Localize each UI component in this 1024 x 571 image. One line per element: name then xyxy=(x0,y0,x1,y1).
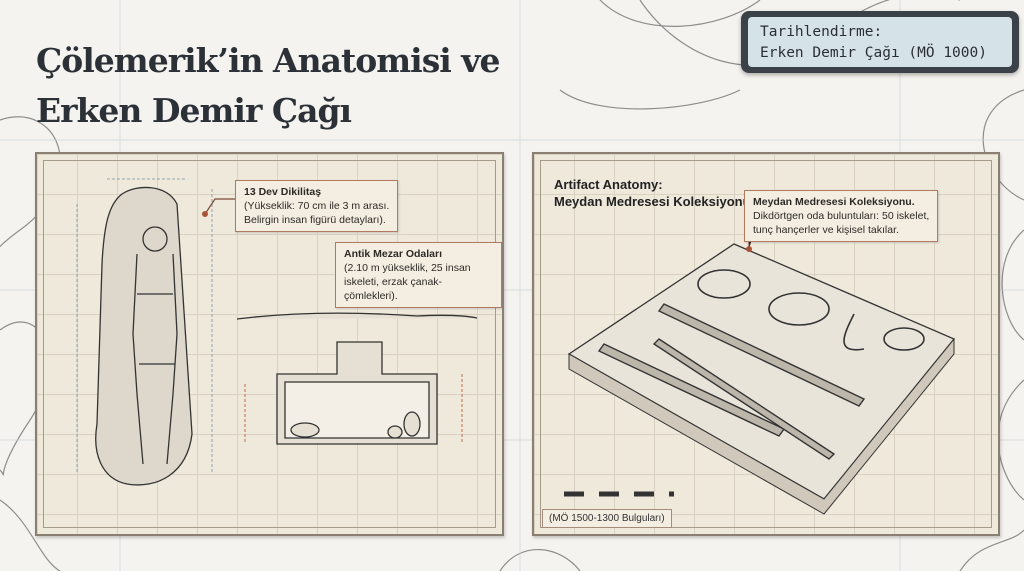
title-line-1: Çölemerik’in Anatomisi ve xyxy=(36,41,500,80)
artifact-panel: Artifact Anatomy: Meydan Medresesi Kolek… xyxy=(532,152,1000,536)
callout-title: Antik Mezar Odaları xyxy=(344,248,443,260)
callout-line: (Yükseklik: 70 cm ile 3 m arası. xyxy=(244,200,390,212)
monolith-callout: 13 Dev Dikilitaş (Yükseklik: 70 cm ile 3… xyxy=(235,180,399,232)
panel-title-line: Meydan Medresesi Koleksiyonu xyxy=(554,194,751,209)
callout-line: tunç hançerler ve kişisel takılar. xyxy=(753,224,899,236)
dating-value: Erken Demir Çağı (MÖ 1000) xyxy=(760,45,987,61)
artifact-panel-title: Artifact Anatomy: Meydan Medresesi Kolek… xyxy=(554,176,751,210)
period-footnote: (MÖ 1500-1300 Bulguları) xyxy=(542,509,672,528)
callout-line: Belirgin insan figürü detayları). xyxy=(244,214,386,226)
callout-line: (2.10 m yükseklik, 25 insan xyxy=(344,262,471,274)
monolith-tomb-panel: 13 Dev Dikilitaş (Yükseklik: 70 cm ile 3… xyxy=(35,152,504,536)
callout-line: iskeleti, erzak çanak-çömlekleri). xyxy=(344,276,443,302)
monolith-and-tomb-illustration xyxy=(76,178,478,486)
collection-callout: Meydan Medresesi Koleksiyonu. Dikdörtgen… xyxy=(744,190,939,242)
artifact-board-illustration xyxy=(564,213,956,515)
panel-title-line: Artifact Anatomy: xyxy=(554,177,663,192)
callout-line: Dikdörtgen oda buluntuları: 50 iskelet, xyxy=(753,210,930,222)
tomb-callout: Antik Mezar Odaları (2.10 m yükseklik, 2… xyxy=(335,242,502,308)
title-line-2: Erken Demir Çağı xyxy=(36,91,352,130)
page-title: Çölemerik’in Anatomisi ve Erken Demir Ça… xyxy=(36,36,500,136)
dating-box: Tarihlendirme: Erken Demir Çağı (MÖ 1000… xyxy=(741,11,1019,73)
callout-title: 13 Dev Dikilitaş xyxy=(244,186,322,198)
callout-title: Meydan Medresesi Koleksiyonu. xyxy=(753,196,915,208)
dating-label: Tarihlendirme: xyxy=(760,24,883,40)
